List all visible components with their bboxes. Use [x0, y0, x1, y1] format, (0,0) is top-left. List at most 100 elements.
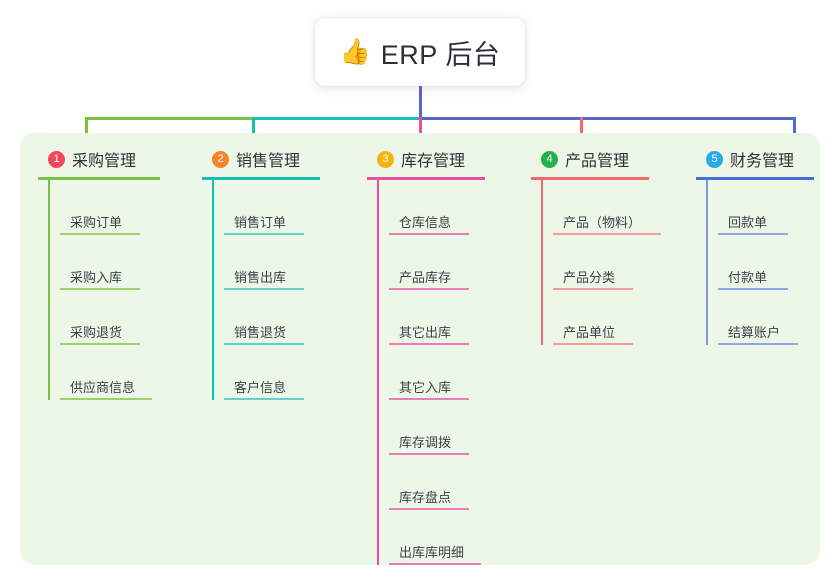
column-purchasing: 1 采购管理 采购订单 采购入库 采购退货 供应商信息 — [38, 146, 160, 400]
item-label: 供应商信息 — [70, 380, 136, 395]
item-label: 其它出库 — [399, 325, 452, 340]
column-title-1: 采购管理 — [72, 153, 137, 170]
item-rule — [553, 343, 633, 345]
column-finance: 5 财务管理 回款单 付款单 结算账户 — [696, 146, 814, 345]
root-node-inner: 👍 ERP 后台 — [340, 33, 501, 72]
column-rule-5 — [696, 177, 814, 180]
item-label: 采购退货 — [70, 325, 123, 340]
item-rule — [389, 508, 469, 510]
mindmap-panel — [20, 133, 820, 565]
column-title-5: 财务管理 — [730, 153, 795, 170]
item-label: 库存盘点 — [399, 490, 452, 505]
list-item[interactable]: 结算账户 — [706, 290, 814, 345]
column-rule-1 — [38, 177, 160, 180]
list-item[interactable]: 采购退货 — [48, 290, 160, 345]
column-badge-2: 2 — [212, 150, 229, 168]
list-item[interactable]: 出库库明细 — [377, 510, 485, 565]
list-item[interactable]: 产品库存 — [377, 235, 485, 290]
item-rule — [389, 343, 469, 345]
column-spine-1 — [48, 180, 50, 400]
column-header-1[interactable]: 1 采购管理 — [38, 146, 160, 172]
column-badge-1: 1 — [48, 150, 65, 168]
column-inventory: 3 库存管理 仓库信息 产品库存 其它出库 其它入库 库存调拨 — [367, 146, 485, 565]
item-rule — [60, 343, 140, 345]
item-label: 产品库存 — [399, 270, 452, 285]
list-item[interactable]: 采购入库 — [48, 235, 160, 290]
column-items-3: 仓库信息 产品库存 其它出库 其它入库 库存调拨 库存盘点 — [367, 180, 485, 565]
column-header-2[interactable]: 2 销售管理 — [202, 146, 320, 172]
item-rule — [224, 288, 304, 290]
root-title: ERP 后台 — [380, 39, 501, 70]
column-items-1: 采购订单 采购入库 采购退货 供应商信息 — [38, 180, 160, 400]
item-rule — [60, 398, 152, 400]
column-header-5[interactable]: 5 财务管理 — [696, 146, 814, 172]
column-rule-4 — [531, 177, 649, 180]
column-header-4[interactable]: 4 产品管理 — [531, 146, 649, 172]
column-badge-5: 5 — [706, 150, 723, 168]
list-item[interactable]: 其它入库 — [377, 345, 485, 400]
column-rule-2 — [202, 177, 320, 180]
column-items-5: 回款单 付款单 结算账户 — [696, 180, 814, 345]
list-item[interactable]: 回款单 — [706, 180, 814, 235]
list-item[interactable]: 仓库信息 — [377, 180, 485, 235]
item-rule — [718, 343, 798, 345]
list-item[interactable]: 销售订单 — [212, 180, 320, 235]
column-title-2: 销售管理 — [236, 153, 301, 170]
list-item[interactable]: 库存调拨 — [377, 400, 485, 455]
list-item[interactable]: 库存盘点 — [377, 455, 485, 510]
item-rule — [224, 233, 304, 235]
item-rule — [718, 288, 788, 290]
column-title-3: 库存管理 — [401, 153, 466, 170]
item-label: 库存调拨 — [399, 435, 452, 450]
column-items-2: 销售订单 销售出库 销售退货 客户信息 — [202, 180, 320, 400]
item-label: 销售出库 — [234, 270, 287, 285]
column-title-4: 产品管理 — [565, 153, 630, 170]
item-label: 产品（物料） — [563, 215, 642, 230]
list-item[interactable]: 其它出库 — [377, 290, 485, 345]
item-label: 回款单 — [728, 215, 768, 230]
column-badge-3: 3 — [377, 150, 394, 168]
list-item[interactable]: 产品（物料） — [541, 180, 661, 235]
column-sales: 2 销售管理 销售订单 销售出库 销售退货 客户信息 — [202, 146, 320, 400]
trunk-segment-blue — [419, 117, 796, 120]
item-label: 其它入库 — [399, 380, 452, 395]
column-rule-3 — [367, 177, 485, 180]
thumbs-up-icon: 👍 — [339, 37, 371, 66]
column-items-4: 产品（物料） 产品分类 产品单位 — [531, 180, 661, 345]
column-product: 4 产品管理 产品（物料） 产品分类 产品单位 — [531, 146, 661, 345]
item-rule — [60, 288, 140, 290]
item-label: 出库库明细 — [399, 545, 465, 560]
trunk-segment-teal — [252, 117, 420, 120]
list-item[interactable]: 销售出库 — [212, 235, 320, 290]
item-rule — [553, 233, 661, 235]
list-item[interactable]: 付款单 — [706, 235, 814, 290]
root-node[interactable]: 👍 ERP 后台 — [315, 18, 525, 86]
item-rule — [389, 453, 469, 455]
item-rule — [224, 398, 304, 400]
column-spine-5 — [706, 180, 708, 345]
item-rule — [389, 288, 469, 290]
list-item[interactable]: 产品单位 — [541, 290, 649, 345]
column-header-3[interactable]: 3 库存管理 — [367, 146, 485, 172]
list-item[interactable]: 供应商信息 — [48, 345, 160, 400]
item-label: 仓库信息 — [399, 215, 452, 230]
column-spine-2 — [212, 180, 214, 400]
item-label: 采购订单 — [70, 215, 123, 230]
item-rule — [718, 233, 788, 235]
item-label: 销售订单 — [234, 215, 287, 230]
column-badge-4: 4 — [541, 150, 558, 168]
item-label: 采购入库 — [70, 270, 123, 285]
item-rule — [553, 288, 633, 290]
list-item[interactable]: 客户信息 — [212, 345, 320, 400]
item-label: 客户信息 — [234, 380, 287, 395]
list-item[interactable]: 采购订单 — [48, 180, 160, 235]
item-label: 产品分类 — [563, 270, 616, 285]
item-rule — [224, 343, 304, 345]
list-item[interactable]: 产品分类 — [541, 235, 649, 290]
item-label: 付款单 — [728, 270, 768, 285]
column-spine-3 — [377, 180, 379, 565]
item-label: 产品单位 — [563, 325, 616, 340]
list-item[interactable]: 销售退货 — [212, 290, 320, 345]
item-rule — [60, 233, 140, 235]
